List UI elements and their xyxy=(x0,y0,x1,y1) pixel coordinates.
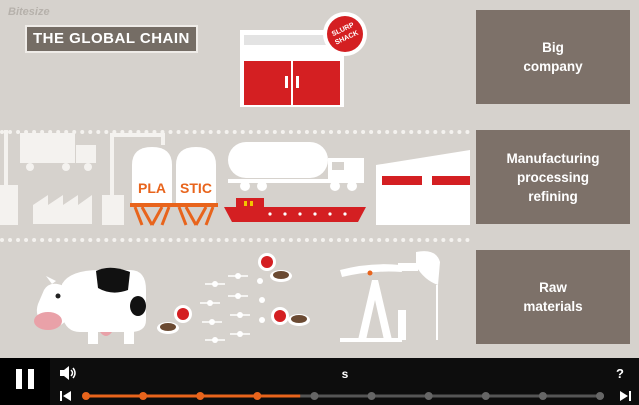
timeline-step-dot[interactable] xyxy=(424,392,433,400)
timeline-step-dot[interactable] xyxy=(481,392,490,400)
cocoa-pods xyxy=(157,253,310,334)
factory xyxy=(33,195,92,224)
tanker-truck xyxy=(228,142,364,191)
divider-top xyxy=(0,130,470,134)
skip-forward-icon[interactable] xyxy=(620,391,631,401)
label-manufacturing-line2: processing xyxy=(516,169,590,185)
label-manufacturing-line1: Manufacturing xyxy=(506,150,600,166)
shop-sign-badge: SLURP SHACK xyxy=(323,12,367,56)
scene-label: s xyxy=(341,367,349,381)
label-big-company: Big company xyxy=(476,10,630,104)
timeline-step-dot[interactable] xyxy=(367,392,376,400)
volume-icon[interactable] xyxy=(59,366,77,380)
oil-tanker-ship xyxy=(224,198,366,222)
bitesize-watermark: Bitesize xyxy=(8,6,50,18)
timeline-step-dot[interactable] xyxy=(596,392,604,400)
oil-pump xyxy=(340,251,440,342)
help-button[interactable]: ? xyxy=(616,366,624,381)
delivery-truck xyxy=(20,133,96,171)
plastic-tanks: PLA STIC xyxy=(130,147,218,226)
pause-icon xyxy=(13,369,37,394)
label-raw-materials: Raw materials xyxy=(476,250,630,344)
chimneys xyxy=(0,130,165,225)
cocoa-plants xyxy=(200,273,265,343)
timeline-step-dot[interactable] xyxy=(253,392,262,400)
timeline-step-dot[interactable] xyxy=(196,392,205,400)
label-raw-materials-line2: materials xyxy=(523,299,583,314)
skip-back-icon[interactable] xyxy=(60,391,71,401)
animation-stage: Bitesize THE GLOBAL CHAIN SLURP SHACK xyxy=(0,6,630,344)
label-raw-materials-line1: Raw xyxy=(539,280,567,295)
tank-label-left: PLA xyxy=(138,180,166,196)
tank-label-right: STIC xyxy=(180,180,212,196)
pause-button[interactable] xyxy=(0,358,50,405)
cow xyxy=(34,267,146,344)
label-big-company-line1: Big xyxy=(542,40,564,55)
label-manufacturing-line3: refining xyxy=(528,188,578,204)
progress-timeline[interactable] xyxy=(0,358,639,405)
timeline-step-dot[interactable] xyxy=(310,392,319,400)
divider-bottom xyxy=(0,238,470,242)
illustration: SLURP SHACK xyxy=(0,12,470,344)
timeline-step-dot[interactable] xyxy=(82,392,90,400)
label-manufacturing: Manufacturing processing refining xyxy=(476,130,630,224)
warehouse xyxy=(376,150,470,225)
timeline-step-dot[interactable] xyxy=(139,392,148,400)
page-title: THE GLOBAL CHAIN xyxy=(25,25,198,53)
label-big-company-line2: company xyxy=(523,59,583,74)
shop-illustration xyxy=(240,30,344,107)
player-control-bar: s ? xyxy=(0,358,639,405)
timeline-step-dot[interactable] xyxy=(538,392,547,400)
